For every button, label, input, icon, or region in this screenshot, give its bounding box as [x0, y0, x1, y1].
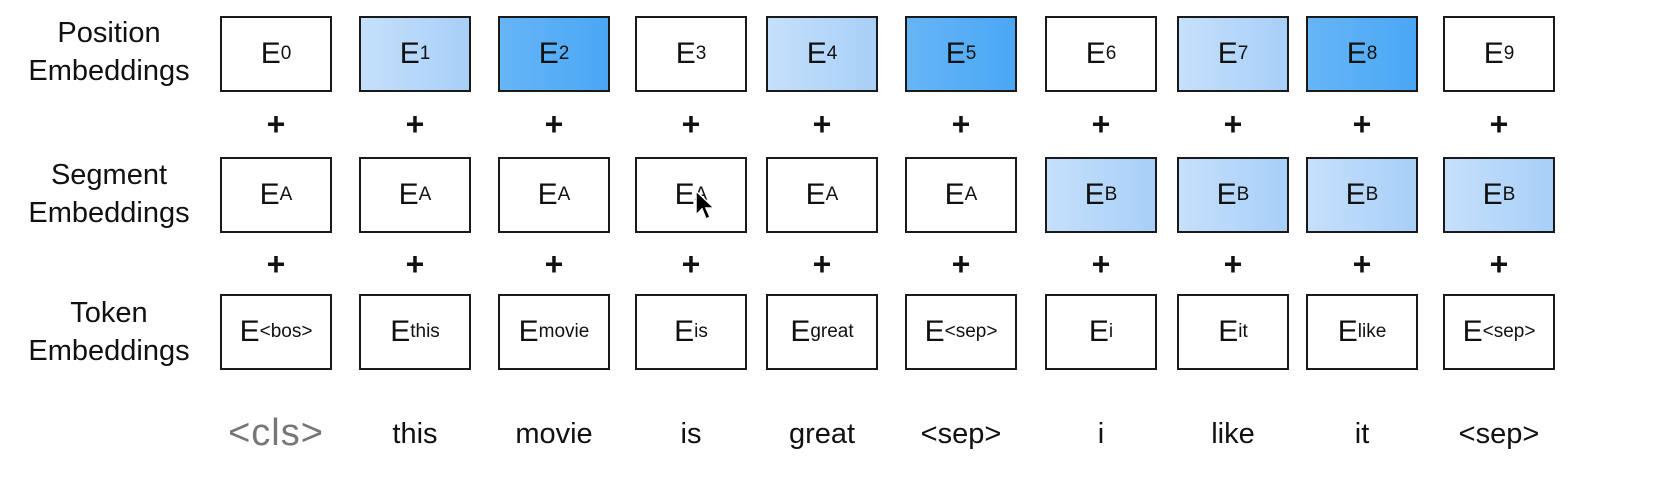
plus-sign: +: [266, 106, 286, 142]
plus-sign: +: [405, 246, 425, 282]
embedding-letter: E: [675, 37, 696, 70]
plus-sign: +: [405, 106, 425, 142]
mouse-cursor-icon: [695, 190, 715, 221]
embedding-letter: E: [945, 37, 966, 70]
embedding-letter: E: [1337, 315, 1358, 348]
position-embeddings-label: Position Embeddings: [28, 17, 190, 87]
embedding-letter: E: [1482, 178, 1503, 211]
token-embedding-box: E<sep>: [1443, 294, 1555, 370]
plus-sign: +: [951, 106, 971, 142]
plus-sign: +: [1223, 246, 1243, 282]
input-word: like: [1211, 418, 1255, 450]
embedding-letter: E: [518, 315, 539, 348]
plus-sign: +: [812, 106, 832, 142]
embedding-letter: E: [924, 315, 945, 348]
input-word: movie: [515, 418, 593, 450]
plus-sign: +: [544, 246, 564, 282]
input-word: this: [392, 418, 438, 450]
plus-sign: +: [1489, 246, 1509, 282]
embedding-letter: E: [674, 178, 695, 211]
embedding-letter: E: [790, 315, 811, 348]
embedding-letter: E: [259, 178, 280, 211]
plus-sign: +: [1091, 106, 1111, 142]
input-word: i: [1097, 418, 1105, 450]
embedding-letter: E: [805, 178, 826, 211]
embedding-letter: E: [239, 315, 260, 348]
plus-sign: +: [1352, 106, 1372, 142]
input-word: <sep>: [1458, 418, 1540, 450]
plus-sign: +: [1223, 106, 1243, 142]
embedding-letter: E: [1345, 178, 1366, 211]
input-word: great: [788, 418, 856, 450]
embedding-letter: E: [1462, 315, 1483, 348]
embedding-letter: E: [1217, 37, 1238, 70]
embedding-letter: E: [390, 315, 411, 348]
plus-sign: +: [544, 106, 564, 142]
plus-sign: +: [1352, 246, 1372, 282]
embedding-letter: E: [538, 37, 559, 70]
embedding-letter: E: [1346, 37, 1367, 70]
embedding-letter: E: [1218, 315, 1239, 348]
token-embeddings-label: Token Embeddings: [28, 297, 190, 367]
token-embedding-box: E<bos>: [220, 294, 332, 370]
plus-sign: +: [1489, 106, 1509, 142]
embedding-letter: E: [1216, 178, 1237, 211]
plus-sign: +: [681, 246, 701, 282]
input-word: is: [680, 418, 702, 450]
plus-sign: +: [1091, 246, 1111, 282]
segment-embeddings-label: Segment Embeddings: [28, 159, 190, 229]
embedding-letter: E: [260, 37, 281, 70]
token-embedding-box: E<sep>: [905, 294, 1017, 370]
embedding-letter: E: [1085, 37, 1106, 70]
embedding-letter: E: [1088, 315, 1109, 348]
embedding-letter: E: [398, 178, 419, 211]
plus-sign: +: [681, 106, 701, 142]
plus-sign: +: [812, 246, 832, 282]
embedding-letter: E: [1483, 37, 1504, 70]
embedding-letter: E: [674, 315, 695, 348]
input-word: it: [1354, 418, 1370, 450]
embedding-letter: E: [399, 37, 420, 70]
embedding-letter: E: [537, 178, 558, 211]
embedding-letter: E: [1084, 178, 1105, 211]
cls-token-word: <cls>: [228, 412, 324, 454]
plus-sign: +: [266, 246, 286, 282]
embedding-letter: E: [944, 178, 965, 211]
input-word: <sep>: [920, 418, 1002, 450]
plus-sign: +: [951, 246, 971, 282]
embedding-letter: E: [806, 37, 827, 70]
